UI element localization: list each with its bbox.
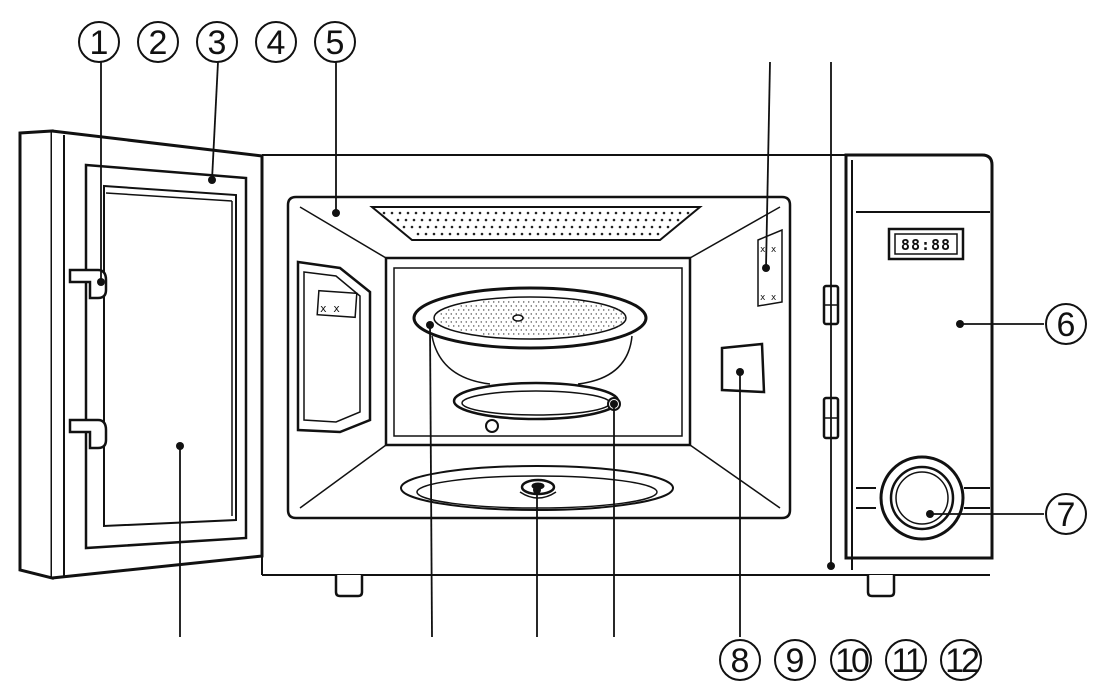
callout-4: 4	[255, 21, 297, 63]
foot-left	[334, 575, 364, 598]
callout-label: 7	[1057, 496, 1076, 534]
digital-display: 88:88	[887, 227, 965, 261]
svg-text:x x: x x	[760, 293, 777, 303]
cavity-back-wall	[384, 256, 692, 447]
leader-lines	[100, 61, 1044, 638]
cavity-frame	[286, 195, 792, 520]
waveguide-cover: x x	[296, 260, 372, 434]
display-readout: 88:88	[901, 236, 951, 254]
svg-text:x x: x x	[320, 302, 340, 315]
top-vent-grille	[369, 206, 703, 241]
callout-label: 12	[945, 642, 979, 680]
callout-label: 5	[326, 24, 345, 62]
leader-dots	[97, 176, 964, 570]
callout-6: 6	[1045, 303, 1087, 345]
roller-ring-support	[452, 381, 621, 433]
rating-label: x x x x	[757, 228, 783, 307]
svg-text:x x: x x	[760, 245, 777, 255]
glass-turntable-tray	[412, 286, 648, 385]
light-cover	[720, 342, 766, 394]
callout-label: 4	[267, 24, 286, 62]
callout-label: 6	[1057, 306, 1076, 344]
callout-label: 2	[149, 24, 168, 62]
callout-2: 2	[137, 21, 179, 63]
callout-11: 11	[885, 639, 927, 681]
callout-10: 10	[830, 639, 872, 681]
callout-label: 1	[90, 24, 109, 62]
callout-label: 11	[891, 642, 922, 680]
callout-label: 10	[835, 642, 869, 680]
callout-label: 3	[208, 24, 227, 62]
door-window-glass	[103, 184, 237, 528]
callout-7: 7	[1045, 493, 1087, 535]
foot-right	[866, 575, 896, 598]
callout-8: 8	[719, 639, 761, 681]
callout-9: 9	[774, 639, 816, 681]
callout-label: 9	[786, 642, 805, 680]
callout-12: 12	[940, 639, 982, 681]
callout-1: 1	[78, 21, 120, 63]
callout-label: 8	[731, 642, 750, 680]
door	[18, 129, 264, 580]
callout-3: 3	[196, 21, 238, 63]
door-latch-hooks	[68, 268, 108, 450]
microwave-body	[261, 154, 990, 598]
callout-5: 5	[314, 21, 356, 63]
control-knob	[879, 455, 965, 541]
